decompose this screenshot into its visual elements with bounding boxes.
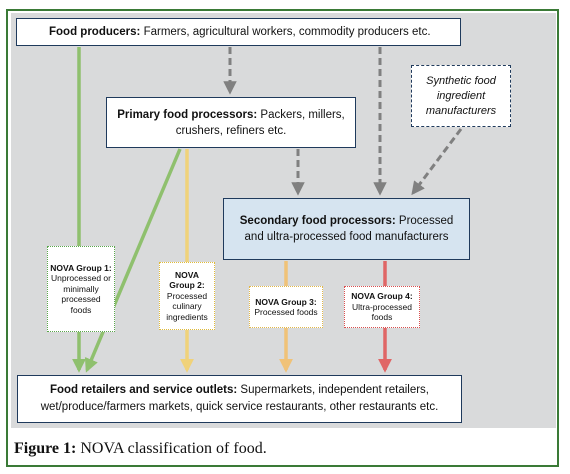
node-primary-processors: Primary food processors: Packers, miller… xyxy=(106,97,356,148)
node-primary-processors-text: Packers, millers, crushers, refiners etc… xyxy=(175,108,345,137)
nova-group-4-title: NOVA Group 4: xyxy=(351,291,413,302)
node-food-retailers-text: Supermarkets, independent retailers, wet… xyxy=(40,384,439,413)
node-food-retailers-lead: Food retailers and service outlets: xyxy=(49,384,238,396)
figure-caption-label: Figure 1: xyxy=(14,440,77,457)
node-food-producers-lead: Food producers: xyxy=(49,26,141,38)
nova-group-3: NOVA Group 3: Processed foods xyxy=(249,286,323,328)
node-primary-processors-lead: Primary food processors: xyxy=(117,108,258,121)
nova-group-4-desc: Ultra-processed foods xyxy=(352,301,412,323)
node-secondary-processors-text: Processed and ultra-processed food manuf… xyxy=(244,215,454,243)
node-food-retailers: Food retailers and service outlets: Supe… xyxy=(17,375,462,423)
nova-group-4: NOVA Group 4: Ultra-processed foods xyxy=(344,286,420,328)
node-synthetic-manufacturers-text: Synthetic food ingredient manufacturers xyxy=(425,74,497,117)
arrow-synthetic-to-secondary xyxy=(411,128,463,196)
arrow-primary-to-retail-green xyxy=(84,148,182,373)
node-food-producers-text: Farmers, agricultural workers, commodity… xyxy=(140,26,431,38)
nova-group-2-desc: Processed culinary ingredients xyxy=(166,290,208,322)
nova-group-1: NOVA Group 1: Unprocessed or minimally p… xyxy=(47,246,115,332)
nova-group-3-desc: Processed foods xyxy=(254,307,318,317)
node-synthetic-manufacturers: Synthetic food ingredient manufacturers xyxy=(411,65,511,127)
node-secondary-processors: Secondary food processors: Processed and… xyxy=(223,198,470,260)
nova-group-1-desc: Unprocessed or minimally processed foods xyxy=(50,273,111,315)
figure-caption-text: NOVA classification of food. xyxy=(76,440,267,457)
nova-group-2: NOVA Group 2: Processed culinary ingredi… xyxy=(159,262,215,330)
nova-group-1-title: NOVA Group 1: xyxy=(50,262,112,273)
node-food-producers: Food producers: Farmers, agricultural wo… xyxy=(16,18,461,46)
node-secondary-processors-lead: Secondary food processors: xyxy=(239,215,396,227)
nova-group-3-title: NOVA Group 3: xyxy=(255,296,317,307)
nova-group-2-title: NOVA Group 2: xyxy=(169,269,205,291)
figure-caption: Figure 1: NOVA classification of food. xyxy=(14,440,267,458)
